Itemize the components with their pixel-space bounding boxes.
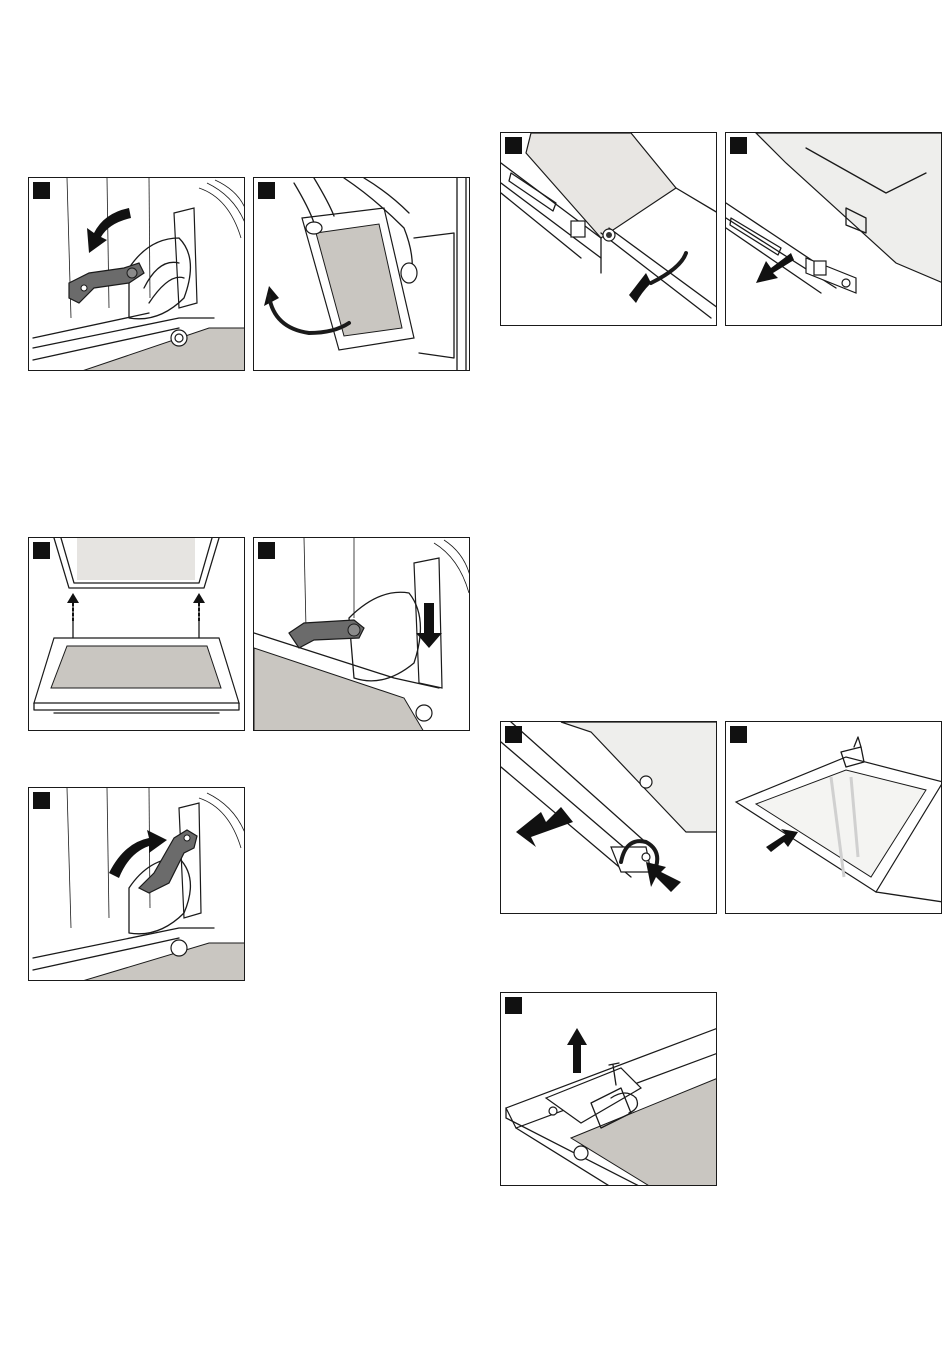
strip-removal-illustration	[501, 722, 717, 914]
pane-removal-illustration	[726, 722, 942, 914]
door-insertion-illustration	[29, 538, 245, 731]
hinge-lever-illustration	[29, 788, 245, 981]
step-marker-icon	[730, 137, 747, 154]
cover-unscrew-illustration	[501, 133, 717, 326]
cover-removal-illustration	[726, 133, 942, 326]
step-marker-icon	[505, 137, 522, 154]
door-removal-illustration	[254, 178, 470, 371]
hinge-lever-illustration	[29, 178, 245, 371]
illustration-panel-left-3	[28, 537, 245, 731]
illustration-panel-right-4	[725, 721, 942, 914]
step-marker-icon	[33, 182, 50, 199]
step-marker-icon	[33, 542, 50, 559]
illustration-panel-right-2	[725, 132, 942, 326]
illustration-panel-left-2	[253, 177, 470, 371]
illustration-panel-left-5	[28, 787, 245, 981]
illustration-panel-right-3	[500, 721, 717, 914]
step-marker-icon	[505, 997, 522, 1014]
illustration-panel-left-1	[28, 177, 245, 371]
hinge-lever-illustration	[254, 538, 470, 731]
illustration-panel-right-5	[500, 992, 717, 1186]
illustration-panel-left-4	[253, 537, 470, 731]
screw-removal-illustration	[501, 993, 717, 1186]
illustration-panel-right-1	[500, 132, 717, 326]
step-marker-icon	[258, 182, 275, 199]
step-marker-icon	[33, 792, 50, 809]
step-marker-icon	[258, 542, 275, 559]
step-marker-icon	[505, 726, 522, 743]
step-marker-icon	[730, 726, 747, 743]
